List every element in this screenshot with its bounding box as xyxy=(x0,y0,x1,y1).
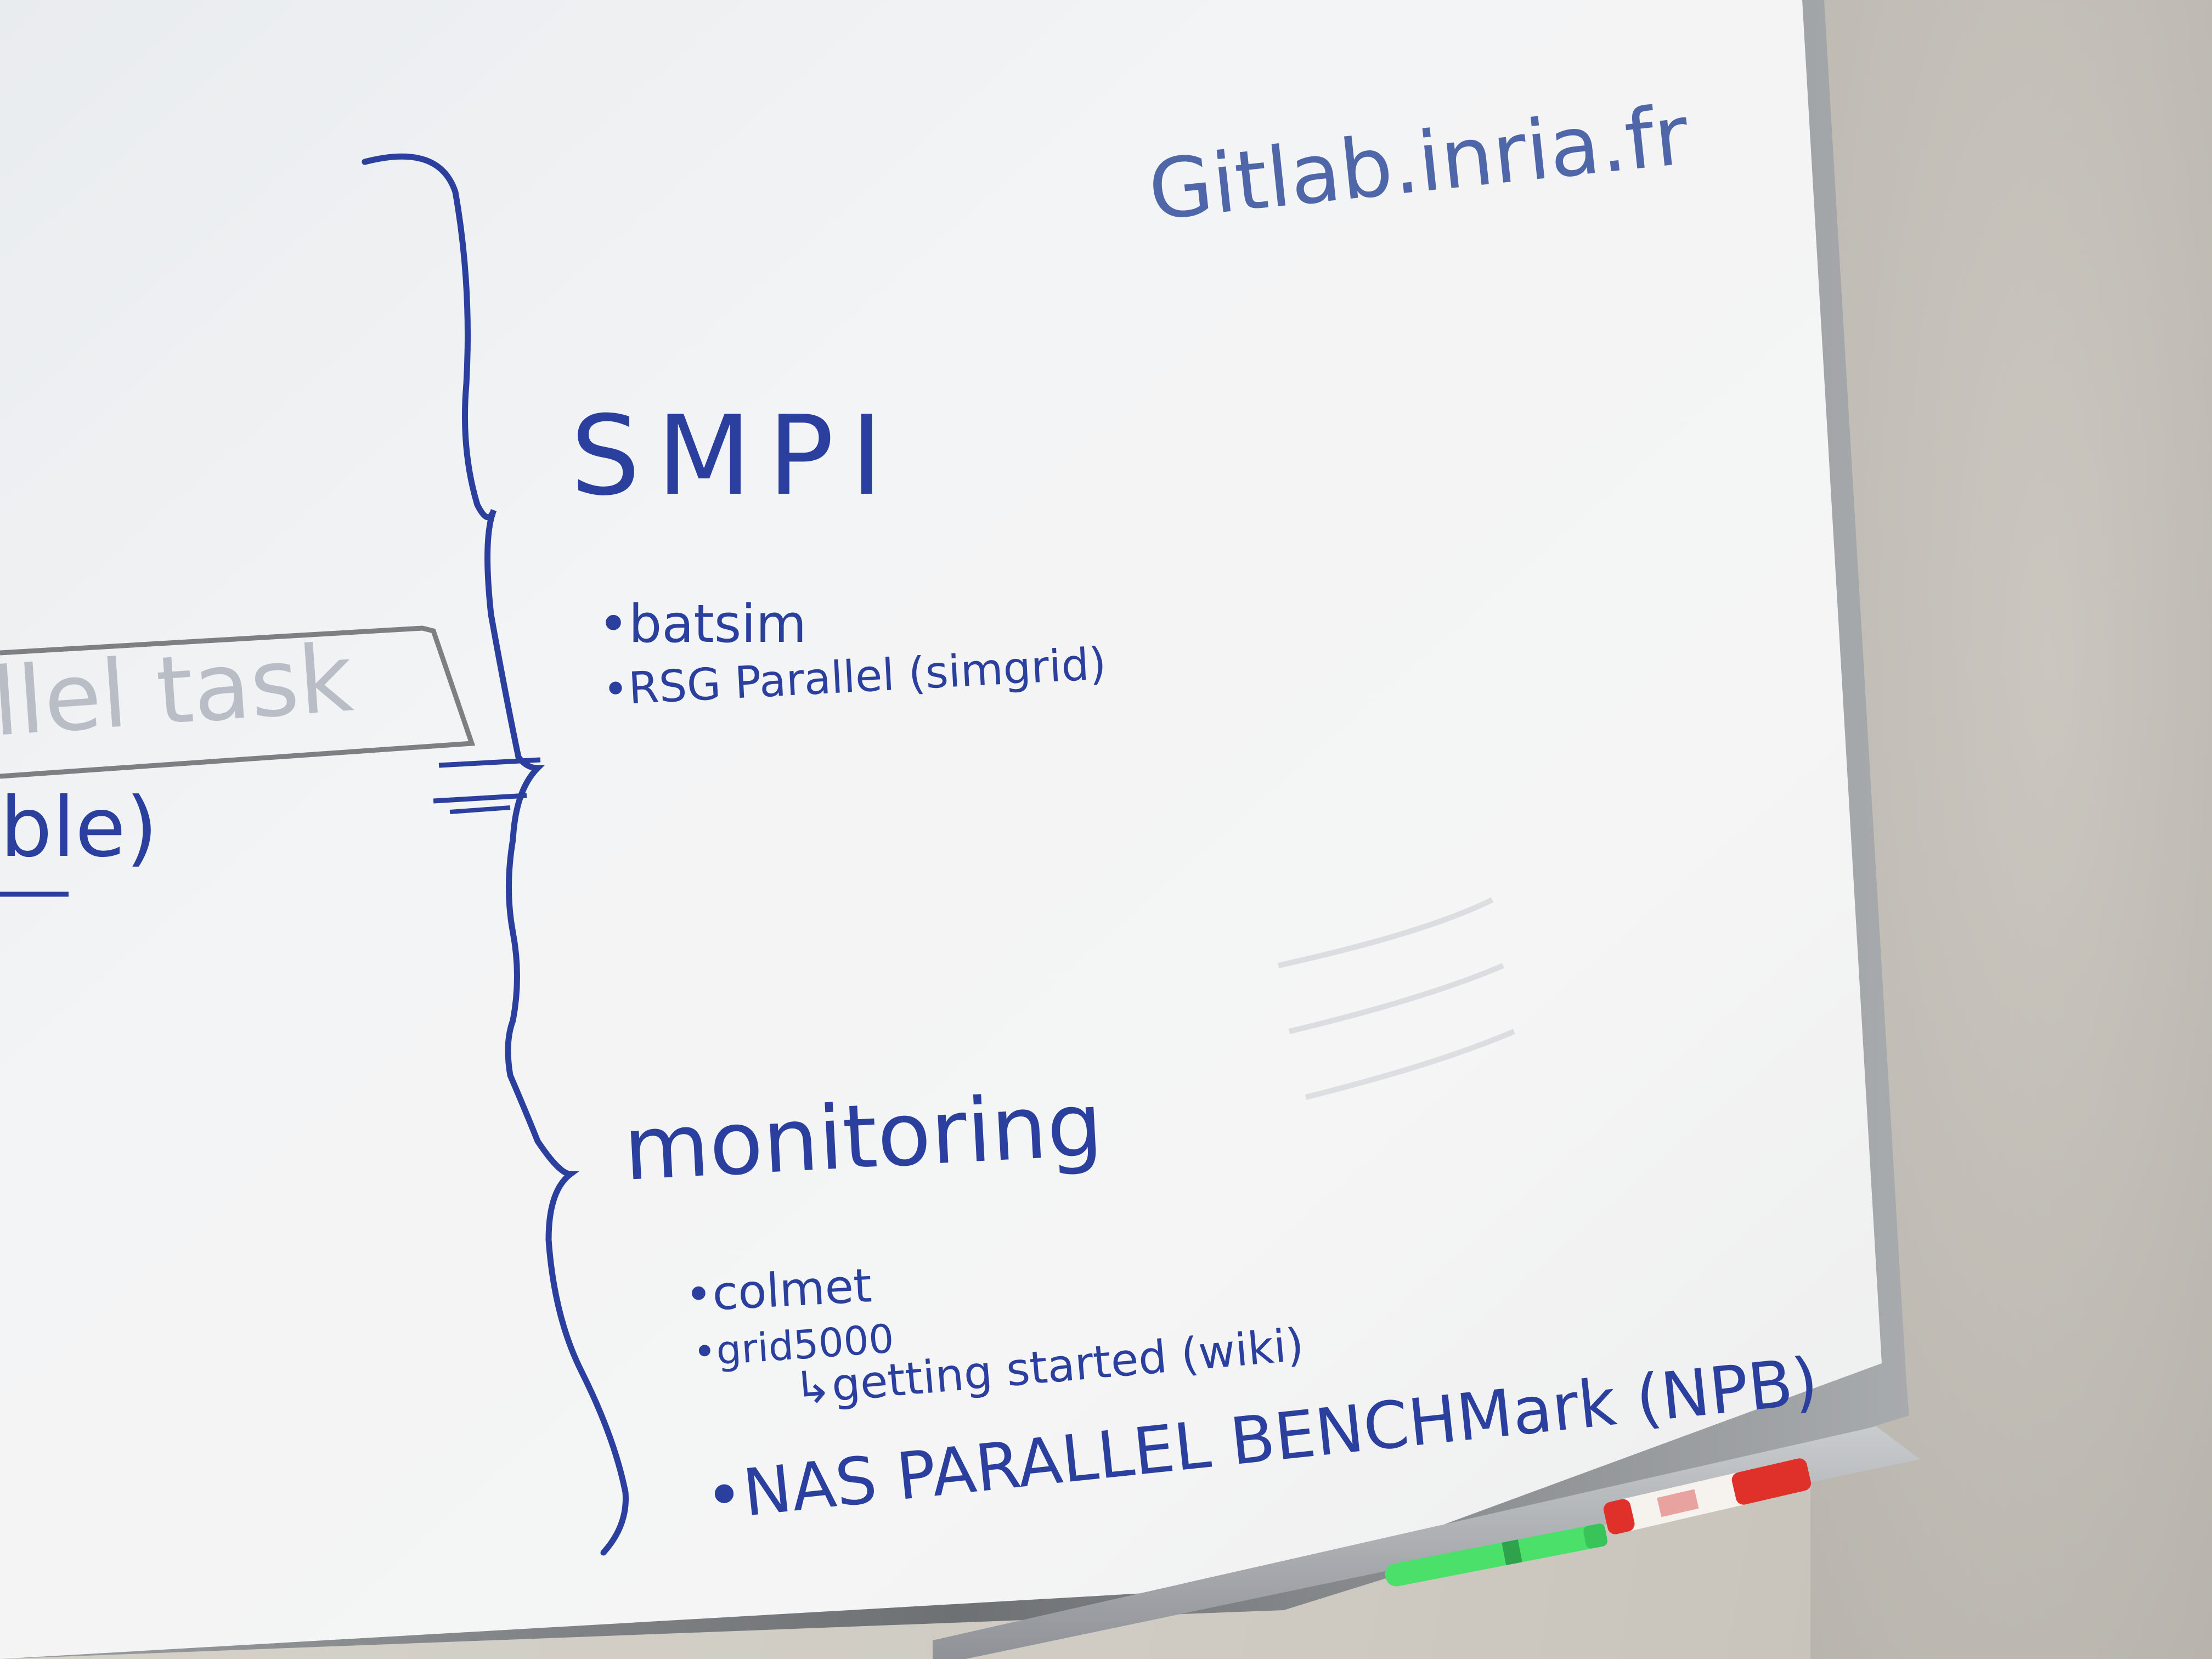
whiteboard-surface xyxy=(0,0,1882,1659)
left-boxed-text: llel task xyxy=(0,624,356,757)
erased-ghost-marks xyxy=(1277,897,1515,1100)
section-title-monitoring: monitoring xyxy=(621,1073,1105,1200)
monitoring-item-colmet: •colmet xyxy=(684,1259,873,1323)
green-marker[interactable] xyxy=(1383,1523,1608,1588)
section-title-smpi: SMPI xyxy=(571,392,899,520)
red-marker[interactable] xyxy=(1602,1457,1813,1536)
left-boxed-fragment: llel task xyxy=(0,624,476,779)
left-underlined-text: ble) xyxy=(0,780,158,876)
section-smpi: SMPI •batsim •RSG Parallel (simgrid) xyxy=(571,392,1108,715)
curly-brace xyxy=(362,153,629,1556)
smpi-item-batsim: •batsim xyxy=(598,594,806,654)
left-underlined-fragment: ble) xyxy=(0,780,158,897)
marker-tray xyxy=(933,1426,1920,1659)
